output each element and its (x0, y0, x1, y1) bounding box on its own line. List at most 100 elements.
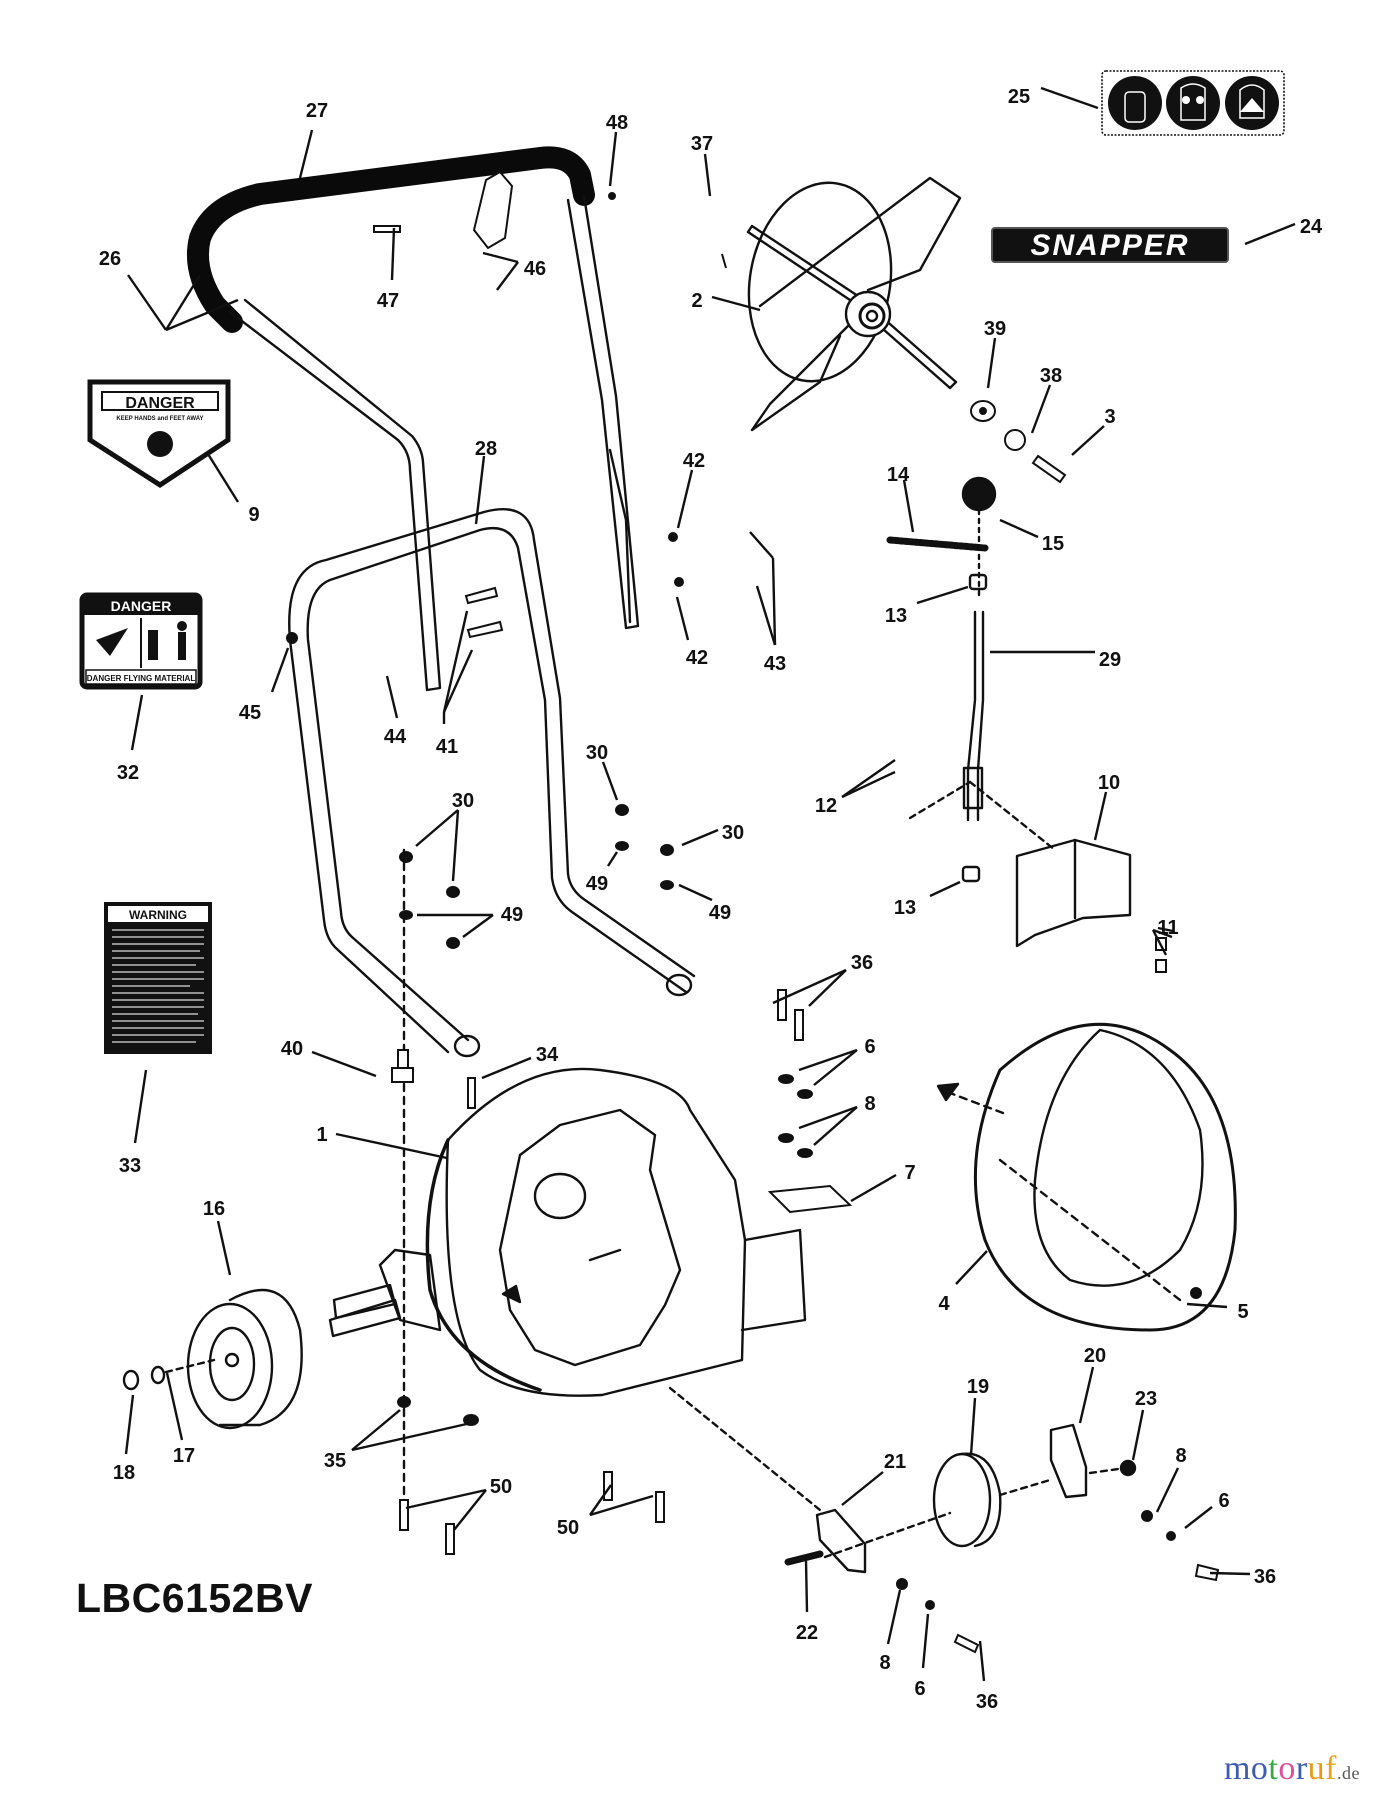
leader-line (1184, 1506, 1213, 1529)
leader-line (206, 453, 240, 503)
part-number-label: 4 (938, 1293, 950, 1315)
leader-line (902, 479, 915, 533)
leader-line (335, 1132, 448, 1160)
watermark-letter: r (1295, 1750, 1308, 1787)
part-number-label: 23 (1135, 1388, 1157, 1410)
part-number-label: 12 (815, 795, 837, 817)
part-number-label: 27 (306, 100, 328, 122)
callout-part-10: 10 (1093, 772, 1120, 841)
part-number-label: 18 (113, 1462, 135, 1484)
leader-line (415, 809, 459, 847)
leader-line (298, 129, 314, 179)
callout-part-22: 22 (796, 1560, 818, 1644)
callout-part-37: 37 (691, 133, 713, 197)
callout-part-35: 35 (324, 1409, 472, 1472)
callout-part-23: 23 (1131, 1388, 1157, 1461)
callout-part-13: 13 (894, 880, 961, 919)
leader-line (1186, 1302, 1228, 1309)
callout-part-6: 6 (914, 1613, 930, 1700)
leader-line (1209, 1571, 1251, 1576)
leader-line (929, 880, 961, 898)
svg-text:SNAPPER: SNAPPER (1030, 229, 1189, 262)
blower-housing (332, 1067, 807, 1397)
part-number-label: 19 (967, 1376, 989, 1398)
callout-part-5: 5 (1186, 1301, 1249, 1323)
leader-line (804, 1560, 809, 1613)
part-number-label: 48 (606, 112, 628, 134)
part-number-label: 49 (586, 873, 608, 895)
part-number-label: 42 (686, 647, 708, 669)
part-number-label: 15 (1042, 533, 1064, 555)
callout-part-8: 8 (1155, 1445, 1187, 1513)
flying-debris-icon (96, 628, 128, 656)
callout-part-43: 43 (749, 531, 786, 675)
leader-line (1078, 1366, 1095, 1424)
svg-text:DANGER FLYING MATERIAL: DANGER FLYING MATERIAL (87, 674, 196, 683)
watermark-letter: t (1268, 1750, 1279, 1787)
part-number-label: 42 (683, 450, 705, 472)
leader-line (496, 261, 519, 291)
watermark-letter: u (1307, 1750, 1326, 1787)
leader-line (1151, 929, 1168, 956)
leader-line (351, 1421, 472, 1452)
decal-danger-flying-material: DANGER DANGER FLYING MATERIAL (79, 592, 203, 690)
leader-line (841, 759, 896, 798)
leader-line (703, 153, 712, 197)
callout-part-44: 44 (384, 675, 407, 748)
callout-part-41: 41 (436, 610, 474, 758)
part-number-label: 26 (99, 248, 121, 270)
callout-part-25: 25 (1008, 86, 1099, 110)
part-number-label: 40 (281, 1038, 303, 1060)
leader-line (351, 1409, 401, 1451)
callout-part-49: 49 (678, 883, 731, 924)
leader-line (270, 647, 290, 693)
part-number-label: 22 (796, 1622, 818, 1644)
callout-part-24: 24 (1244, 216, 1323, 246)
upper-handle (186, 146, 640, 692)
callout-part-33: 33 (119, 1069, 148, 1177)
part-number-label: 3 (1104, 406, 1115, 428)
part-number-label: 30 (586, 742, 608, 764)
leader-line (442, 610, 469, 713)
part-number-label: 39 (984, 318, 1006, 340)
leader-line (986, 337, 997, 389)
control-rod-assembly (886, 476, 1057, 883)
leader-line (955, 1250, 988, 1285)
part-number-label: 28 (475, 438, 497, 460)
callout-part-9: 9 (206, 453, 260, 526)
leader-line (405, 1488, 487, 1510)
callout-part-36: 36 (772, 952, 873, 1007)
leader-line (1244, 222, 1296, 246)
part-number-label: 6 (864, 1036, 875, 1058)
part-number-label: 17 (173, 1445, 195, 1467)
part-number-label: 2 (691, 290, 702, 312)
leader-line (681, 828, 719, 847)
watermark-name: motoruf (1224, 1750, 1337, 1787)
part-number-label: 8 (1175, 1445, 1186, 1467)
leader-line (850, 1173, 897, 1203)
leader-line (165, 1372, 184, 1441)
callout-part-42: 42 (676, 450, 705, 529)
part-number-label: 36 (851, 952, 873, 974)
svg-text:DANGER: DANGER (125, 395, 195, 412)
part-number-label: 8 (864, 1093, 875, 1115)
callout-part-6: 6 (1184, 1490, 1230, 1529)
leader-line (1040, 86, 1099, 110)
watermark-logo[interactable]: motoruf.de (1224, 1750, 1360, 1788)
callout-part-38: 38 (1030, 365, 1062, 434)
decal-warning: WARNING (104, 902, 212, 1054)
callout-part-42: 42 (675, 596, 708, 669)
part-number-label: 36 (976, 1691, 998, 1713)
part-number-label: 16 (203, 1198, 225, 1220)
callout-part-34: 34 (481, 1044, 559, 1080)
watermark-letter: o (1278, 1750, 1296, 1787)
leader-line (385, 675, 399, 719)
part-number-label: 9 (248, 504, 259, 526)
eye-protection-icon (1166, 76, 1220, 130)
callout-part-29: 29 (990, 649, 1121, 671)
leader-line (482, 251, 519, 264)
leader-line (798, 1048, 858, 1072)
callout-part-6: 6 (798, 1036, 876, 1086)
callout-part-3: 3 (1071, 406, 1116, 456)
